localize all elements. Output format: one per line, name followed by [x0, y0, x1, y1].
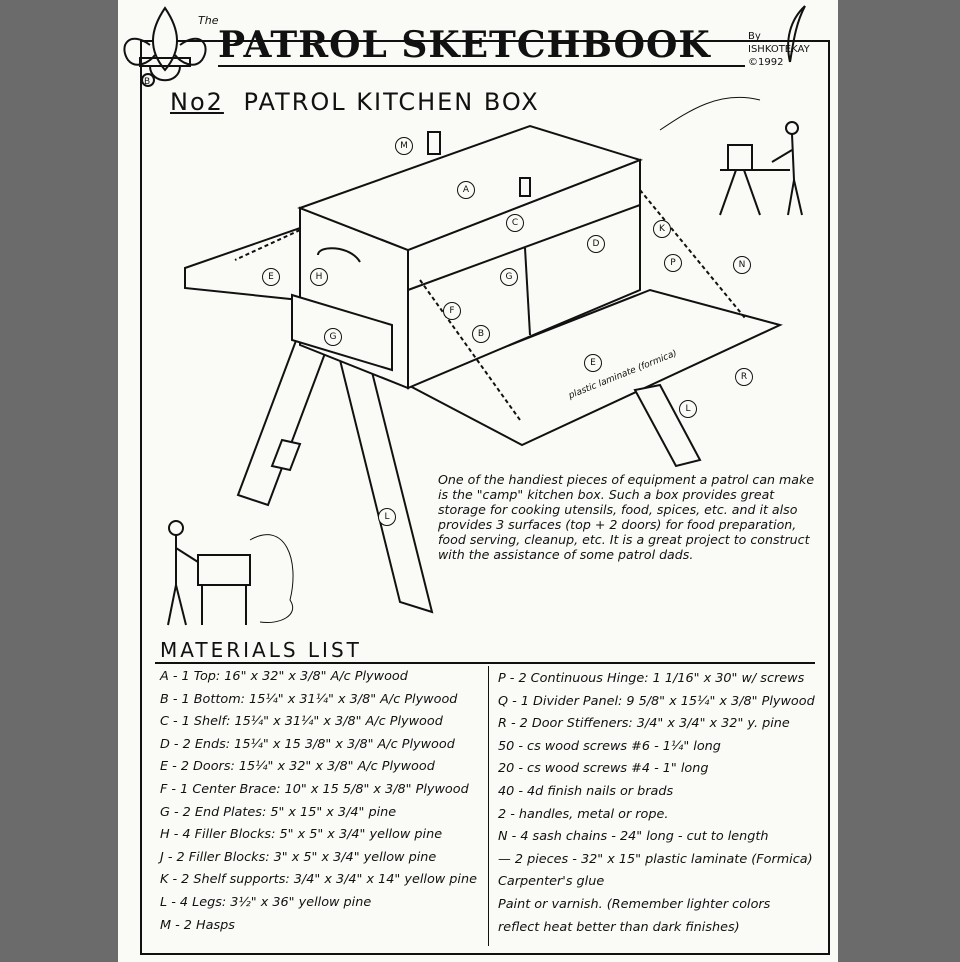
part-label-k: K [653, 220, 671, 238]
material-item: P - 2 Continuous Hinge: 1 1/16" x 30" w/… [498, 671, 805, 686]
leg-back-left [270, 438, 302, 472]
part-label-g-inner: G [500, 268, 518, 286]
svg-text:B: B [144, 77, 150, 87]
scout-cooking-illustration [659, 96, 803, 216]
material-item: Q - 1 Divider Panel: 9 5/8" x 15¼" x 3/8… [498, 693, 815, 709]
part-label-e-right: E [584, 354, 602, 372]
material-item: B - 1 Bottom: 15¼" x 31¼" x 3/8" A/c Ply… [160, 691, 458, 707]
part-label-f: F [443, 302, 461, 320]
material-item: E - 2 Doors: 15¼" x 32" x 3/8" A/c Plywo… [160, 759, 435, 775]
material-item: 50 - cs wood screws #6 - 1¼" long [498, 738, 721, 754]
part-label-e-left: E [262, 268, 280, 286]
material-item: reflect heat better than dark finishes) [498, 919, 740, 935]
description-paragraph: One of the handiest pieces of equipment … [438, 472, 815, 562]
fleur-de-lis-logo: B [123, 6, 207, 87]
part-label-g: G [324, 328, 342, 346]
material-item: M - 2 Hasps [160, 917, 235, 933]
material-item: D - 2 Ends: 15¼" x 15 3/8" x 3/8" A/c Pl… [160, 736, 455, 752]
subtitle-number: No2 [170, 88, 224, 116]
page-border [140, 40, 830, 955]
material-item: F - 1 Center Brace: 10" x 15 5/8" x 3/8"… [160, 781, 469, 797]
material-item: K - 2 Shelf supports: 3/4" x 3/4" x 14" … [160, 872, 477, 888]
part-label-c: C [506, 214, 524, 232]
header-the: The [198, 14, 219, 27]
materials-left-column: A - 1 Top: 16" x 32" x 3/8" A/c Plywood … [160, 666, 477, 937]
materials-right-column: P - 2 Continuous Hinge: 1 1/16" x 30" w/… [498, 668, 815, 939]
scout-standing-illustration [167, 520, 294, 626]
material-item: J - 2 Filler Blocks: 3" x 5" x 3/4" yell… [160, 849, 437, 865]
material-item: 2 - handles, metal or rope. [498, 806, 669, 822]
materials-heading: MATERIALS LIST [160, 638, 362, 662]
material-item: H - 4 Filler Blocks: 5" x 5" x 3/4" yell… [160, 827, 443, 843]
part-label-r: R [735, 368, 753, 386]
part-label-n: N [733, 256, 751, 274]
left-door [184, 226, 301, 302]
part-label-p: P [664, 254, 682, 272]
material-item: A - 1 Top: 16" x 32" x 3/8" A/c Plywood [160, 669, 408, 684]
part-label-l-right: L [679, 400, 697, 418]
leg-front-right [338, 358, 434, 614]
byline-author: ISHKOTEKAY [748, 44, 810, 55]
end-plate [291, 293, 393, 372]
materials-rule [155, 662, 815, 664]
material-item: Carpenter's glue [498, 874, 605, 890]
part-label-b: B [472, 325, 490, 343]
part-label-h: H [310, 268, 328, 286]
material-item: N - 4 sash chains - 24" long - cut to le… [498, 829, 769, 845]
part-label-l-front: L [378, 508, 396, 526]
material-item: 40 - 4d finish nails or brads [498, 783, 674, 799]
part-label-a: A [457, 181, 475, 199]
byline-copyright: ©1992 [748, 57, 784, 68]
hasp-top [427, 131, 441, 155]
page-title: PATROL SKETCHBOOK [218, 24, 711, 66]
byline: By ISHKOTEKAY ©1992 [748, 30, 810, 69]
subtitle: No2 PATROL KITCHEN BOX [170, 88, 540, 116]
subtitle-text: PATROL KITCHEN BOX [243, 88, 540, 116]
leg-front-left [236, 328, 332, 507]
hasp-front [519, 177, 531, 197]
material-item: C - 1 Shelf: 15¼" x 31¼" x 3/8" A/c Plyw… [160, 714, 443, 730]
material-item: L - 4 Legs: 3½" x 36" yellow pine [160, 894, 372, 910]
materials-column-divider [488, 666, 489, 946]
material-item: Paint or varnish. (Remember lighter colo… [498, 896, 771, 912]
part-label-m: M [395, 137, 413, 155]
material-item: G - 2 End Plates: 5" x 15" x 3/4" pine [160, 804, 397, 820]
material-item: 20 - cs wood screws #4 - 1" long [498, 761, 709, 777]
part-label-d: D [587, 235, 605, 253]
quill-pen-icon [787, 5, 806, 63]
material-item: — 2 pieces - 32" x 15" plastic laminate … [498, 851, 813, 867]
byline-by: By [748, 31, 761, 42]
leg-back-right [633, 383, 702, 468]
material-item: R - 2 Door Stiffeners: 3/4" x 3/4" x 32"… [498, 716, 790, 732]
